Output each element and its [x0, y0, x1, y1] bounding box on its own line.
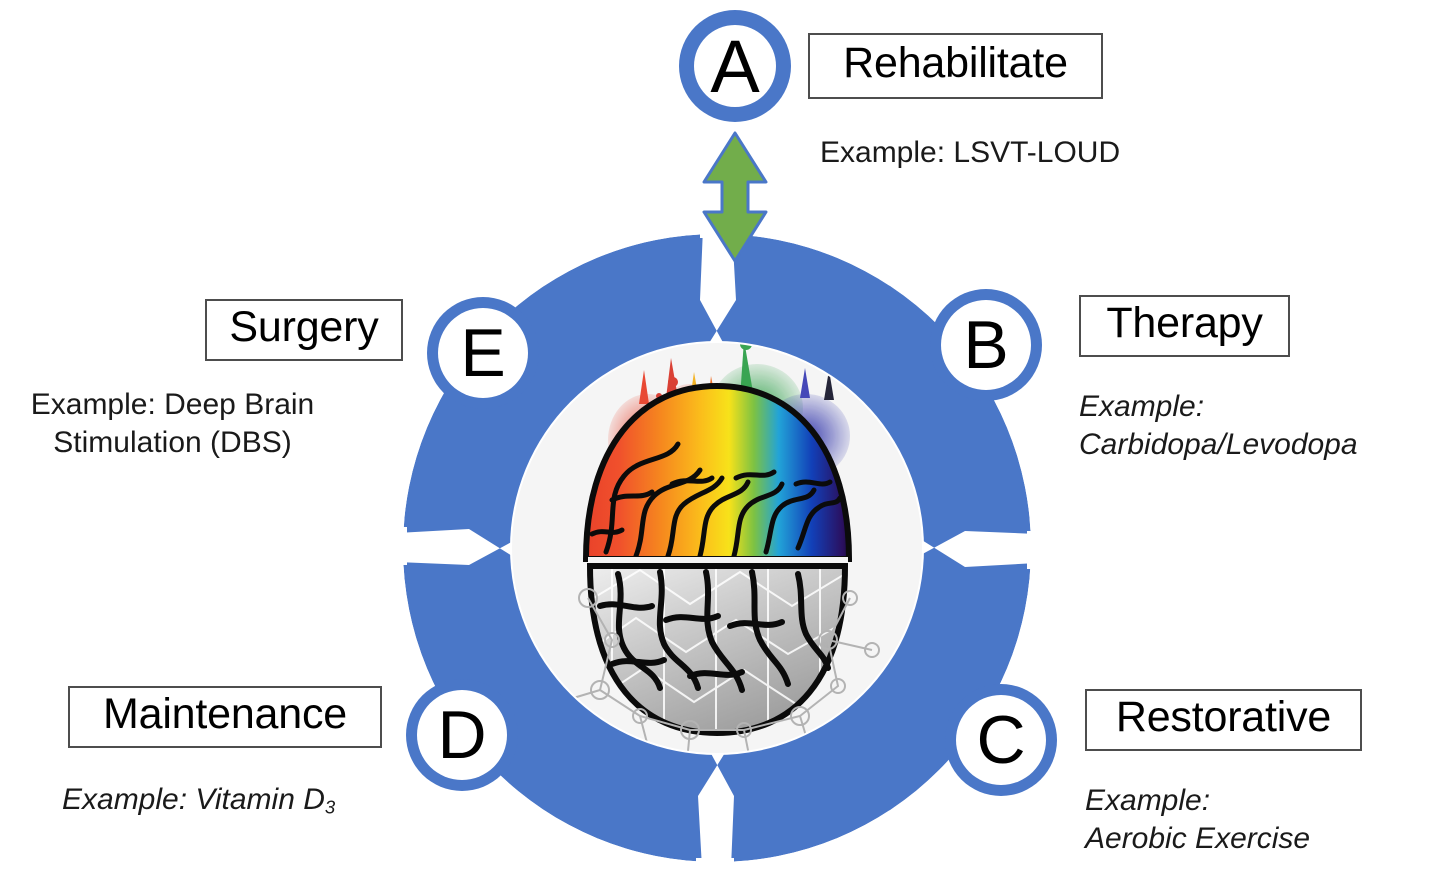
node-example-therapy: Example: Carbidopa/Levodopa: [1079, 390, 1358, 461]
node-example-surgery: Example: Deep Brain Stimulation (DBS): [30, 388, 315, 459]
node-marker-b-face[interactable]: [941, 300, 1031, 390]
node-title-surgery[interactable]: Surgery: [205, 299, 403, 361]
node-title-restorative[interactable]: Restorative: [1085, 689, 1362, 751]
node-title-maintenance[interactable]: Maintenance: [68, 686, 382, 748]
node-example-restorative: Example: Aerobic Exercise: [1085, 784, 1311, 855]
node-example-maintenance-subscript: 3: [324, 796, 336, 818]
node-title-rehabilitate[interactable]: Rehabilitate: [808, 33, 1103, 99]
node-marker-a[interactable]: [679, 10, 791, 122]
node-marker-e-face[interactable]: [438, 308, 528, 398]
node-example-rehabilitate: Example: LSVT-LOUD: [820, 136, 1121, 169]
node-example-maintenance: Example: Vitamin D3: [62, 781, 402, 819]
double-headed-arrow-icon: [702, 131, 768, 263]
node-marker-c-face[interactable]: [956, 695, 1046, 785]
node-title-therapy[interactable]: Therapy: [1079, 295, 1290, 357]
node-markers: [406, 289, 1057, 796]
node-marker-d-face[interactable]: [417, 690, 507, 780]
node-example-maintenance-prefix: Example: Vitamin D: [62, 783, 325, 816]
